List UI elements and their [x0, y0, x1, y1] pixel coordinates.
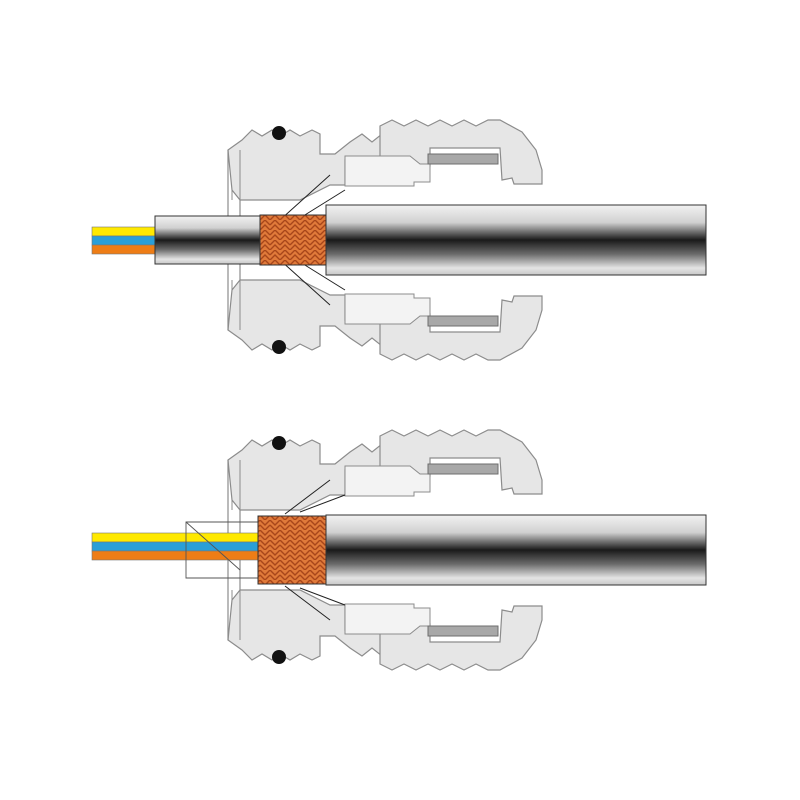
shielded-cable-icon: [325, 514, 707, 586]
core-wires-icon: [91, 532, 263, 561]
cone-lines: [284, 479, 346, 621]
cone-lines: [279, 174, 346, 306]
gland-body-lower: [227, 589, 543, 671]
gland-body-upper: [227, 429, 543, 511]
gland-body-lower: [227, 279, 543, 361]
core-wires-icon: [91, 226, 163, 255]
braid-shield-icon: [259, 214, 327, 266]
inner-sheath: [154, 215, 266, 265]
shielded-cable-icon: [325, 204, 707, 276]
braid-shield-icon: [257, 515, 327, 585]
bottom-assembly: [91, 429, 707, 671]
gland-body-upper: [227, 119, 543, 201]
top-assembly: [91, 119, 707, 361]
